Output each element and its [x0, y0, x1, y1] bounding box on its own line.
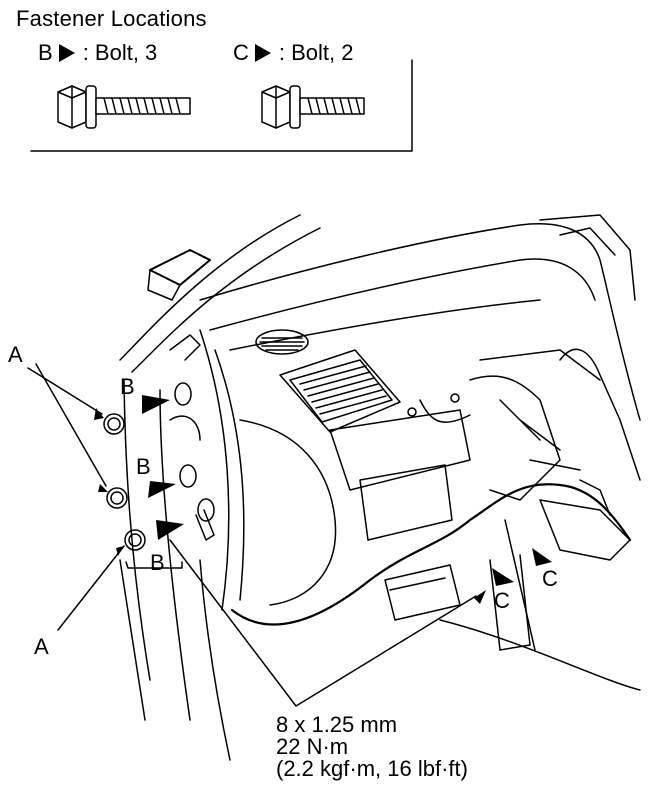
- callout-b-middle: B: [136, 454, 151, 479]
- clip-a2: [106, 487, 128, 509]
- windshield-molding: [149, 249, 211, 286]
- legend-item-bolt-c: C : Bolt, 2: [233, 40, 353, 66]
- legend-label-c: : Bolt, 2: [278, 40, 354, 65]
- callout-a-bottom: A: [34, 634, 49, 659]
- bolt-hole-b1: [174, 382, 192, 406]
- lower-panel: [384, 564, 461, 621]
- callout-b-upper: B: [120, 374, 135, 399]
- legend-letter-c: C: [233, 40, 249, 65]
- bolt-size: 8 x 1.25 mm: [276, 712, 398, 737]
- center-vent: [289, 359, 393, 423]
- leader-a-top-2: [35, 363, 107, 487]
- leader-a-top-1: [27, 367, 103, 415]
- wire-harness: [230, 483, 632, 626]
- b-arrow-middle: [148, 481, 176, 498]
- torque-nm: 22 N·m: [276, 734, 349, 759]
- harness-clip: [407, 407, 417, 417]
- dash-left-panel: [214, 349, 245, 601]
- bolt-hole-b2: [179, 464, 197, 488]
- bolt-b-icon: [57, 85, 191, 129]
- bolt-hole-b3: [197, 498, 215, 522]
- legend-letter-b: B: [38, 40, 53, 65]
- glove-box: [359, 464, 453, 541]
- clip-a1: [103, 413, 125, 435]
- legend-label-b: : Bolt, 3: [82, 40, 158, 65]
- bolt-c-icon: [261, 85, 365, 129]
- defroster-vent: [255, 329, 309, 355]
- clip-a3: [124, 529, 146, 551]
- callout-b-lower: B: [150, 550, 165, 575]
- callout-c-right: C: [542, 566, 558, 591]
- legend-box-border: [30, 59, 413, 152]
- leader-b-bracket: [125, 561, 183, 569]
- leader-torque: [169, 539, 477, 707]
- c-arrow-right: [532, 548, 552, 566]
- triangle-pointer-icon: [58, 44, 75, 62]
- c-arrow-lower: [492, 568, 514, 586]
- triangle-pointer-icon: [254, 44, 271, 62]
- legend-item-bolt-b: B : Bolt, 3: [38, 40, 157, 66]
- windshield-edge: [539, 214, 636, 301]
- dashboard-top: [199, 223, 641, 421]
- b-arrow-lower: [156, 520, 184, 540]
- meter-hood: [239, 419, 337, 606]
- torque-alt-units: (2.2 kgf·m, 16 lbf·ft): [276, 756, 468, 781]
- b-arrow-upper: [142, 395, 170, 414]
- callout-c-lower: C: [494, 588, 510, 613]
- pillar-line: [119, 214, 301, 361]
- legend-title: Fastener Locations: [16, 6, 207, 31]
- center-stack: [469, 375, 561, 501]
- torque-spec: 8 x 1.25 mm 22 N·m (2.2 kgf·m, 16 lbf·ft…: [276, 714, 468, 780]
- pillar-line-inner: [131, 227, 321, 373]
- callout-a-top: A: [8, 342, 23, 367]
- leader-a-bottom: [57, 545, 125, 631]
